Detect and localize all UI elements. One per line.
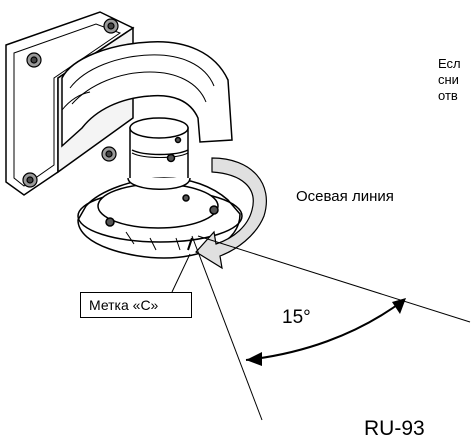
angle-arrowheads (246, 298, 406, 366)
figure-code: RU-93 (364, 417, 425, 440)
angle-label: 15° (282, 307, 311, 328)
mark-leader (171, 253, 191, 293)
side-note-line-1: Есл (438, 56, 461, 71)
axis-lines (191, 235, 471, 421)
mount-arm (61, 41, 233, 148)
angle-arc (245, 299, 405, 361)
side-note-line-2: сни (438, 72, 459, 87)
wall-screws (22, 18, 119, 188)
mark-c-label: Метка «С» (80, 292, 192, 318)
axis-line-label: Осевая линия (296, 188, 394, 205)
side-note-line-3: отв (438, 88, 458, 103)
mount-base (77, 177, 243, 259)
mount-shaft (129, 117, 189, 193)
